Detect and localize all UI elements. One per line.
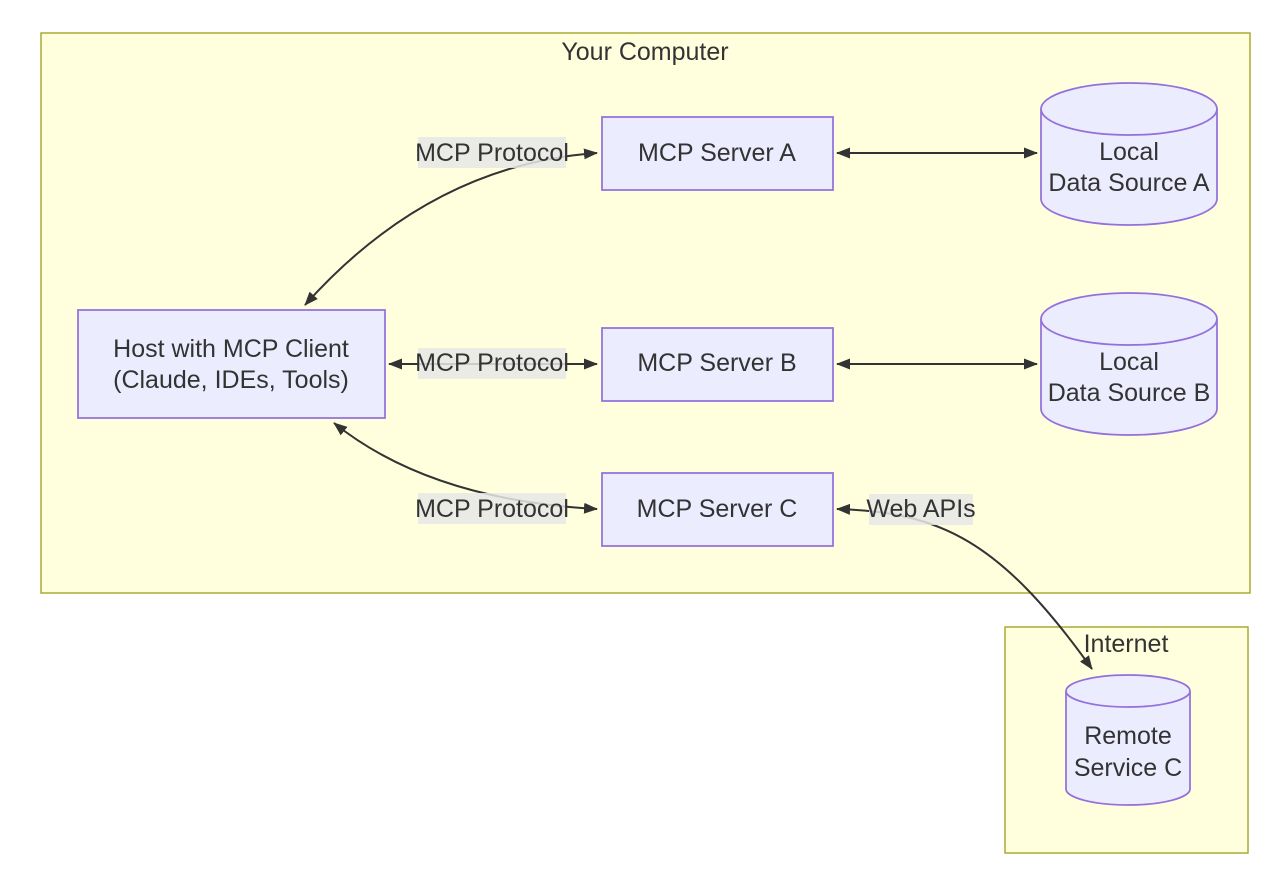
node-label-line1: Host with MCP Client bbox=[113, 335, 349, 363]
node-mcp-server-c: MCP Server C bbox=[601, 472, 834, 547]
node-box bbox=[601, 116, 834, 191]
cylinder-top bbox=[1040, 82, 1218, 136]
node-mcp-server-b: MCP Server B bbox=[601, 327, 834, 402]
edge-label-text: MCP Protocol bbox=[415, 349, 569, 377]
edge-label-mcp-protocol-b: MCP Protocol bbox=[415, 348, 569, 379]
node-label-line2: (Claude, IDEs, Tools) bbox=[113, 366, 349, 394]
edge-label-web-apis: Web APIs bbox=[866, 494, 976, 525]
node-label-line2: Data Source B bbox=[1048, 379, 1211, 407]
node-label-line1: Local bbox=[1099, 138, 1159, 166]
node-label-line1: Remote bbox=[1084, 722, 1172, 750]
node-box bbox=[601, 472, 834, 547]
node-local-data-source-a: Local Data Source A bbox=[1040, 82, 1218, 226]
node-label-line2: Service C bbox=[1074, 754, 1182, 782]
node-box bbox=[601, 327, 834, 402]
edge-label-mcp-protocol-c: MCP Protocol bbox=[415, 493, 569, 524]
edge-label-bg bbox=[418, 348, 566, 379]
node-remote-service-c: Remote Service C bbox=[1065, 674, 1191, 806]
your-computer-title: Your Computer bbox=[561, 38, 728, 66]
cylinder-body bbox=[1040, 109, 1218, 226]
edge-label-bg bbox=[418, 137, 566, 168]
edge-label-mcp-protocol-a: MCP Protocol bbox=[415, 137, 569, 168]
cylinder-body bbox=[1040, 319, 1218, 436]
edge-label-text: MCP Protocol bbox=[415, 495, 569, 523]
cylinder-top bbox=[1040, 292, 1218, 346]
cylinder-top bbox=[1065, 674, 1191, 708]
internet-title: Internet bbox=[1084, 630, 1169, 658]
node-mcp-server-a: MCP Server A bbox=[601, 116, 834, 191]
node-local-data-source-b: Local Data Source B bbox=[1040, 292, 1218, 436]
edge-label-bg bbox=[869, 494, 973, 525]
node-label-line2: Data Source A bbox=[1048, 169, 1210, 197]
cylinder-body bbox=[1065, 691, 1191, 806]
edge-label-text: Web APIs bbox=[866, 495, 975, 523]
node-box bbox=[77, 309, 386, 419]
node-label-line1: Local bbox=[1099, 348, 1159, 376]
node-host-with-mcp-client: Host with MCP Client (Claude, IDEs, Tool… bbox=[77, 309, 386, 419]
edge-label-bg bbox=[418, 493, 566, 524]
node-label: MCP Server A bbox=[638, 139, 796, 167]
edge-label-text: MCP Protocol bbox=[415, 139, 569, 167]
node-label: MCP Server B bbox=[637, 349, 796, 377]
node-label: MCP Server C bbox=[637, 495, 798, 523]
